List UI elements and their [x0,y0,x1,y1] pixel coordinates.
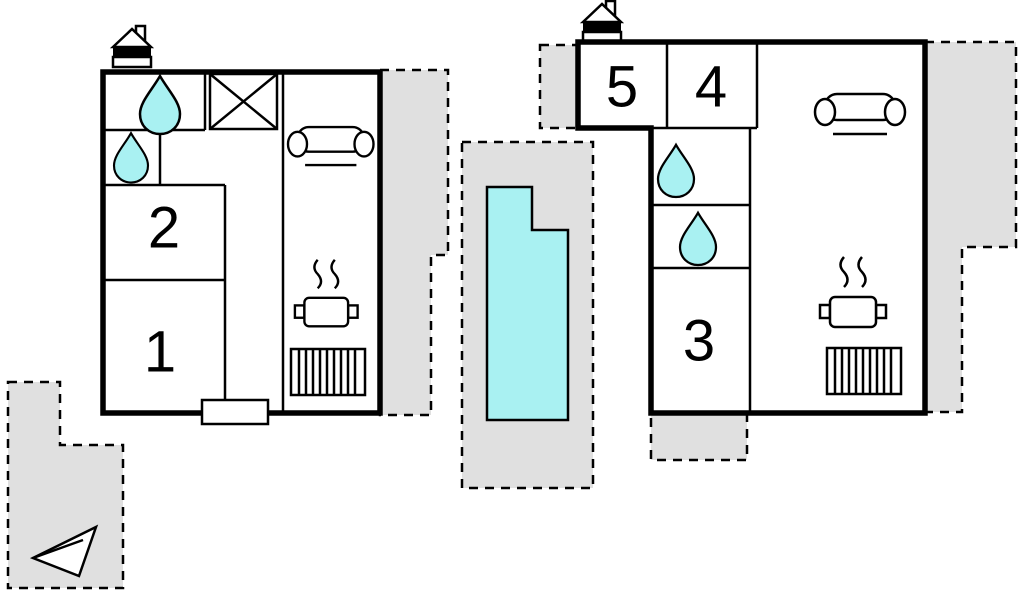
unit-b: 5 4 3 [575,0,928,416]
radiator-icon [825,346,903,396]
terrace-unit-a-east [378,68,450,417]
terrace-unit-b-east [923,40,1018,414]
room-4-label: 4 [695,55,727,120]
room-5-label: 5 [606,55,638,120]
terrace-southwest [6,380,125,590]
room-1-label: 1 [144,320,176,385]
unit-a-interior-walls [105,74,285,411]
room-2-label: 2 [148,196,180,261]
chimney-icon [581,0,623,44]
room-3-label: 3 [683,309,715,374]
wardrobe-x-icon [208,72,279,131]
terrace-unit-b-south [649,411,749,462]
unit-b-interior-walls [651,44,759,411]
radiator-icon [289,347,367,397]
entrance-step [200,398,270,426]
unit-a: 2 1 [100,24,383,426]
terrace-unit-b-west [538,43,582,130]
chimney-icon [111,24,153,69]
swimming-pool [485,185,570,422]
